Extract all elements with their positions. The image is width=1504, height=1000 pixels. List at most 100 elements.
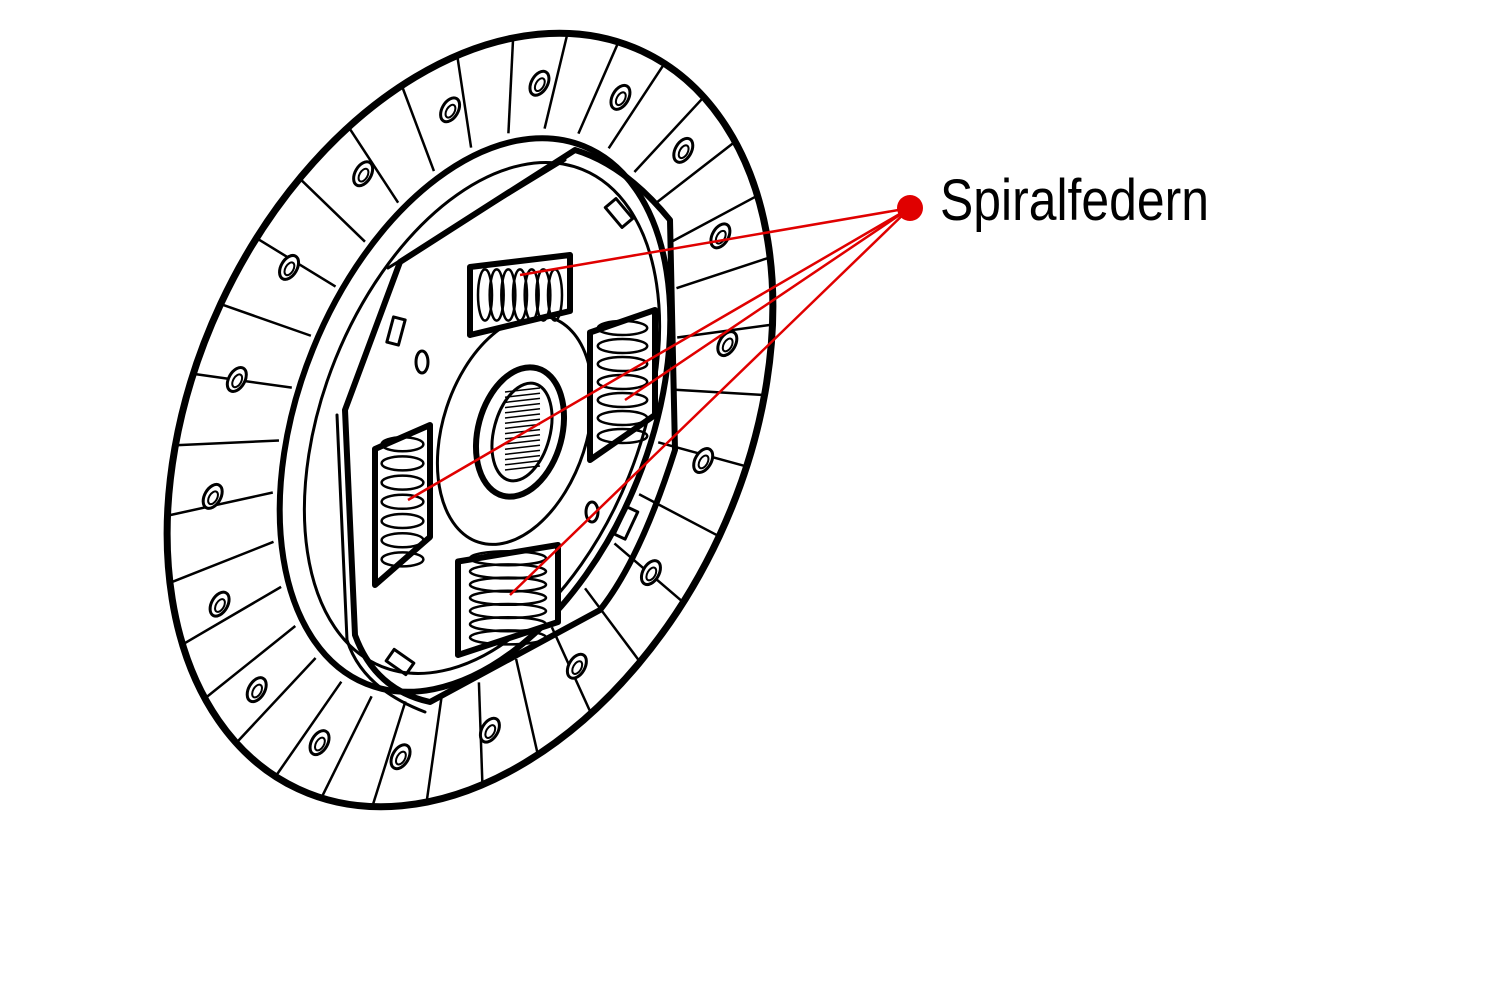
spline-line bbox=[504, 392, 541, 398]
rivet-hole bbox=[283, 261, 296, 277]
spring-coil bbox=[596, 319, 649, 337]
rivet bbox=[609, 83, 632, 111]
spring-4 bbox=[455, 542, 561, 658]
rivet-hole bbox=[697, 454, 710, 470]
spring-coil bbox=[523, 268, 540, 322]
rivet-hole bbox=[251, 683, 263, 699]
lining-segment-line bbox=[607, 65, 664, 149]
rivet bbox=[692, 447, 715, 474]
spline-line bbox=[504, 387, 541, 393]
spline-line bbox=[504, 402, 541, 409]
lining-segment-line bbox=[456, 58, 473, 148]
rivet bbox=[225, 366, 248, 393]
rivet bbox=[709, 222, 732, 250]
lining-segment-line bbox=[372, 701, 407, 805]
spring-1 bbox=[467, 252, 573, 338]
spring-coil bbox=[500, 268, 517, 322]
lining-segment-line bbox=[633, 98, 703, 173]
lining-segment-line bbox=[300, 179, 366, 243]
rivet-hole bbox=[721, 337, 734, 353]
spring-coil bbox=[511, 268, 529, 322]
spring-coil bbox=[380, 474, 425, 491]
lining-segment-line bbox=[653, 142, 734, 205]
rivet bbox=[565, 652, 588, 680]
rivet-hole bbox=[533, 77, 546, 93]
lining-segment-line bbox=[668, 195, 756, 245]
lining-segment-line bbox=[223, 303, 312, 337]
lining-segment-line bbox=[676, 257, 768, 290]
spline-line bbox=[504, 460, 541, 466]
coil-springs bbox=[372, 252, 658, 658]
spring-coil bbox=[380, 551, 425, 568]
lining-segment-line bbox=[507, 40, 515, 134]
rivet bbox=[208, 590, 231, 618]
rivet-hole bbox=[231, 373, 244, 389]
spline-line bbox=[504, 439, 541, 445]
lining-segment-lines bbox=[170, 36, 770, 805]
rivet-hole bbox=[614, 91, 627, 107]
hub-collar bbox=[472, 364, 568, 500]
lining-segment-line bbox=[170, 491, 274, 517]
lining-segment-line bbox=[670, 388, 762, 397]
rivet bbox=[528, 69, 551, 97]
plate-slot bbox=[384, 647, 416, 677]
rivet-hole bbox=[571, 660, 584, 675]
annotation-dot bbox=[897, 195, 923, 221]
spring-2 bbox=[587, 307, 658, 463]
plate-hole bbox=[584, 500, 600, 524]
hub-plate-edge bbox=[335, 158, 567, 714]
spring-coil bbox=[596, 409, 649, 427]
spline-line bbox=[504, 423, 541, 430]
spring-coil bbox=[596, 355, 649, 373]
spring-coil bbox=[380, 493, 425, 511]
hub-splines bbox=[504, 387, 541, 471]
rivet-hole bbox=[357, 167, 370, 183]
spring-coil bbox=[535, 268, 552, 322]
hub-bore bbox=[490, 381, 554, 483]
lining-segment-line bbox=[401, 87, 436, 172]
rivet bbox=[439, 96, 462, 124]
spring-coil bbox=[596, 391, 649, 409]
hub-plate bbox=[342, 147, 678, 705]
spline-line bbox=[504, 434, 541, 440]
spring-coil bbox=[380, 512, 425, 530]
spiralfedern-label: Spiralfedern bbox=[940, 168, 1209, 233]
spline-line bbox=[504, 449, 541, 456]
lining-segment-line bbox=[584, 587, 640, 661]
rivet-hole bbox=[313, 736, 326, 752]
spline-line bbox=[504, 408, 541, 414]
cover-ring bbox=[276, 135, 674, 695]
lining-segment-line bbox=[206, 625, 297, 698]
rivet bbox=[245, 676, 268, 704]
leader-line bbox=[624, 206, 911, 402]
lining-segment-line bbox=[237, 657, 317, 742]
rivet-hole bbox=[394, 750, 407, 766]
spring-coil bbox=[468, 629, 548, 646]
rivet-hole bbox=[484, 724, 497, 739]
spring-coil bbox=[380, 435, 425, 453]
lining-segment-line bbox=[577, 44, 619, 135]
lining-segment-line bbox=[184, 585, 282, 644]
lining-segment-line bbox=[425, 696, 443, 800]
leader-line bbox=[407, 206, 911, 502]
spring-coil bbox=[476, 268, 494, 322]
leader-line bbox=[519, 206, 911, 277]
spring-coil bbox=[596, 337, 649, 355]
friction-lining-outer-rim bbox=[163, 29, 777, 811]
spline-line bbox=[504, 413, 541, 419]
rivet-hole bbox=[645, 566, 658, 582]
lining-segment-line bbox=[172, 540, 274, 583]
spring-coil bbox=[380, 531, 425, 549]
spline-line bbox=[504, 465, 541, 471]
spring-3 bbox=[372, 422, 433, 588]
spline-line bbox=[504, 397, 541, 404]
cover-ring-inner bbox=[302, 161, 662, 675]
lining-segment-line bbox=[638, 493, 718, 537]
rivet-hole bbox=[444, 103, 457, 119]
rivet bbox=[308, 729, 331, 757]
annotation-leaders bbox=[407, 206, 911, 596]
lining-segment-line bbox=[321, 695, 373, 796]
rivet-hole bbox=[214, 598, 226, 613]
lining-segment-line bbox=[178, 439, 280, 447]
